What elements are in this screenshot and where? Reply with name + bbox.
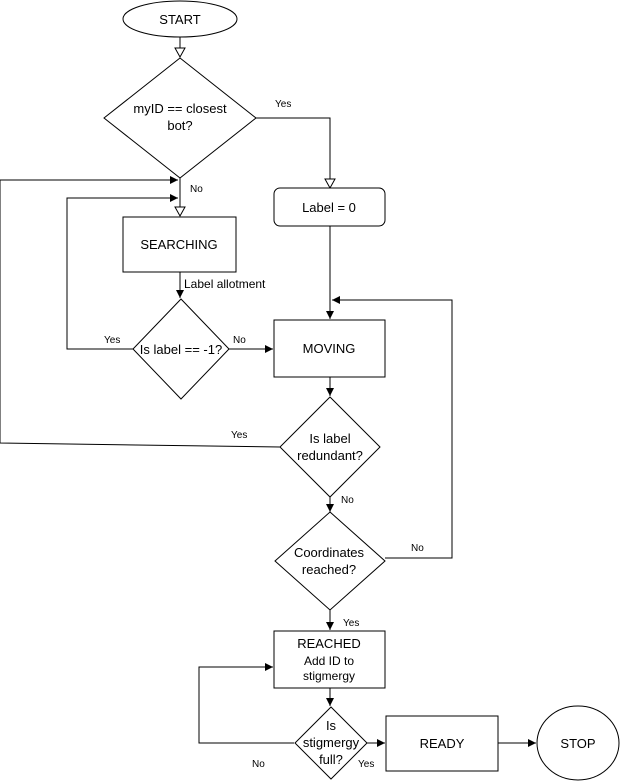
redundant-yes-label: Yes — [231, 430, 247, 441]
reached-line2: Add ID to — [304, 654, 354, 668]
edge-labelcheck-yes-loop — [66, 194, 178, 350]
closest-decision-line2: bot? — [167, 118, 192, 133]
moving-text: MOVING — [303, 341, 356, 356]
stigmergy-no-label: No — [252, 759, 265, 770]
closest-decision-line1: myID == closest — [133, 101, 227, 116]
closest-yes-label: Yes — [275, 99, 291, 110]
stop-terminal — [536, 705, 620, 781]
reached-line3: stigmergy — [303, 669, 355, 683]
label-minus1-no-label: No — [233, 335, 246, 346]
start-label: START — [159, 12, 200, 27]
label-minus1-yes-label: Yes — [104, 335, 120, 346]
redundant-line2: redundant? — [297, 448, 363, 463]
label-zero-text: Label = 0 — [302, 200, 356, 215]
coordinates-line1: Coordinates — [294, 545, 365, 560]
stigmergy-line3: full? — [319, 752, 343, 767]
coordinates-yes-label: Yes — [343, 618, 359, 629]
ready-box — [385, 715, 499, 772]
closest-no-label: No — [190, 184, 203, 195]
moving-box — [273, 319, 386, 378]
redundant-line1: Is label — [309, 431, 350, 446]
stigmergy-line2: stigmergy — [303, 735, 360, 750]
edge-coordinates-no-loop — [332, 296, 453, 559]
redundant-decision — [279, 396, 381, 498]
stop-text: STOP — [560, 736, 595, 751]
stigmergy-line1: Is — [326, 718, 337, 733]
edge-stigcheck-no-loop — [198, 663, 294, 744]
start-terminal — [122, 0, 238, 38]
redundant-no-label: No — [341, 495, 354, 506]
label-zero-box — [273, 187, 386, 227]
searching-box — [122, 216, 237, 273]
coordinates-line2: reached? — [302, 562, 356, 577]
edge-closest-yes — [256, 117, 336, 190]
edge-redundant-yes-loop — [0, 176, 281, 448]
coordinates-no-label: No — [411, 543, 424, 554]
label-minus1-decision — [132, 298, 230, 400]
searching-text: SEARCHING — [140, 237, 217, 252]
closest-decision — [103, 57, 257, 179]
label-minus1-text: Is label == -1? — [140, 342, 222, 357]
coordinates-decision — [274, 511, 386, 611]
stigmergy-decision — [294, 706, 368, 780]
ready-text: READY — [420, 736, 465, 751]
reached-line1: REACHED — [297, 636, 361, 651]
label-allotment-note: Label allotment — [184, 277, 266, 291]
reached-box — [273, 630, 386, 689]
stigmergy-yes-label: Yes — [358, 759, 374, 770]
